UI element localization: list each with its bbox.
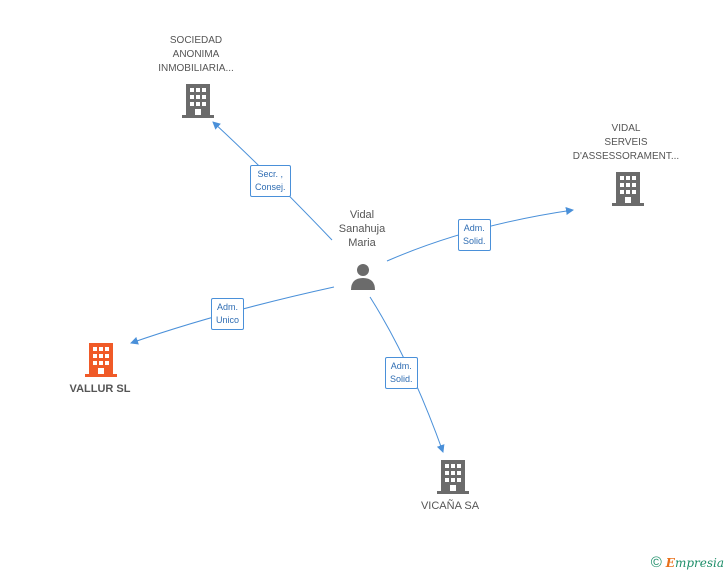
building-icon[interactable] bbox=[612, 172, 644, 206]
edge-label-line: Secr. , bbox=[257, 169, 284, 179]
edge-label-line: Solid. bbox=[463, 236, 486, 246]
node-label-line: INMOBILIARIA... bbox=[158, 63, 234, 74]
node-label-line: SERVEIS bbox=[604, 137, 648, 148]
node-label-vallur[interactable]: VALLUR SL bbox=[69, 383, 131, 395]
node-label-line: D'ASSESSORAMENT... bbox=[572, 151, 680, 162]
edge-label-line: Adm. bbox=[463, 223, 485, 233]
brand-logo: Empresia bbox=[666, 556, 724, 570]
node-label-vicana[interactable]: VICAÑA SA bbox=[420, 500, 480, 512]
node-label-vidal[interactable]: VIDAL SERVEIS D'ASSESSORAMENT... bbox=[566, 122, 686, 164]
edge-label-line: Adm. bbox=[390, 361, 412, 371]
node-label-line: ANONIMA bbox=[172, 49, 220, 60]
building-icon[interactable] bbox=[85, 343, 117, 377]
edge-label-line: Adm. bbox=[217, 302, 239, 312]
person-name-line: Vidal bbox=[349, 209, 375, 221]
person-icon[interactable] bbox=[349, 262, 377, 290]
edge-label-sociedad: Secr. , Consej. bbox=[250, 165, 291, 197]
person-name-line: Maria bbox=[348, 237, 376, 249]
empresia-watermark: © Empresia bbox=[651, 554, 724, 571]
node-label-sociedad[interactable]: SOCIEDAD ANONIMA INMOBILIARIA... bbox=[144, 34, 248, 76]
person-name-line: Sanahuja bbox=[338, 223, 386, 235]
edge-label-vicana: Adm. Solid. bbox=[385, 357, 418, 389]
building-icon[interactable] bbox=[437, 460, 469, 494]
edge-label-line: Unico bbox=[216, 315, 240, 325]
brand-rest: mpresia bbox=[674, 555, 724, 570]
node-label-line: SOCIEDAD bbox=[169, 35, 223, 46]
edge-label-vallur: Adm. Unico bbox=[211, 298, 245, 330]
edge-label-line: Consej. bbox=[255, 182, 286, 192]
person-name[interactable]: Vidal Sanahuja Maria bbox=[322, 208, 402, 250]
brand-initial: E bbox=[665, 555, 675, 570]
building-icon[interactable] bbox=[182, 84, 214, 118]
node-label-line: VIDAL bbox=[611, 123, 641, 134]
edge-label-vidal: Adm. Solid. bbox=[458, 219, 491, 251]
copyright-icon: © bbox=[650, 554, 662, 571]
edge-label-line: Solid. bbox=[390, 374, 413, 384]
